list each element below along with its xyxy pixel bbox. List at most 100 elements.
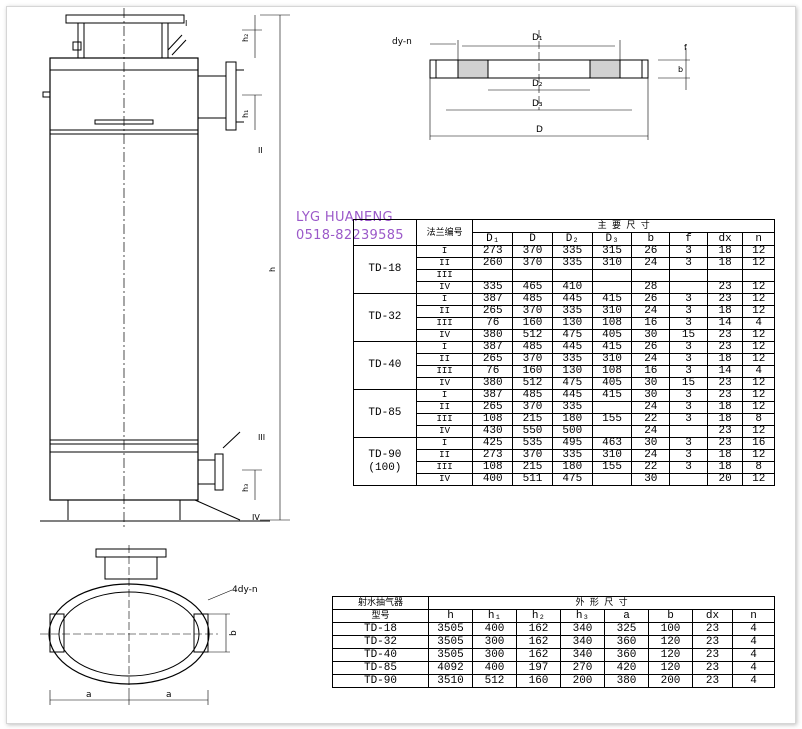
model-cell: TD-90(100) — [353, 437, 417, 486]
flange-no-cell: III — [415, 317, 474, 330]
value-cell: 18 — [706, 449, 744, 462]
value-cell: 120 — [648, 635, 693, 649]
value-cell: 495 — [551, 437, 593, 450]
svg-text:dy-n: dy-n — [392, 37, 412, 47]
value-cell: 108 — [472, 461, 514, 474]
value-cell: 370 — [512, 401, 553, 414]
value-cell: 18 — [706, 245, 744, 258]
value-cell: 315 — [591, 245, 633, 258]
value-cell: 23 — [692, 635, 733, 649]
value-cell: 3 — [669, 305, 708, 318]
model-name: TD-85 — [368, 407, 402, 419]
column-header: b — [648, 609, 693, 623]
svg-text:h: h — [268, 267, 277, 272]
value-cell: 23 — [706, 437, 744, 450]
value-cell — [551, 269, 593, 282]
value-cell: 335 — [551, 305, 593, 318]
svg-text:D₁: D₁ — [532, 33, 543, 43]
value-cell: 415 — [591, 341, 633, 354]
value-cell: 14 — [706, 317, 744, 330]
value-cell: 310 — [591, 353, 633, 366]
value-cell: 180 — [551, 413, 593, 426]
flange-no-cell: I — [415, 389, 474, 402]
value-cell: 415 — [591, 293, 633, 306]
value-cell: 18 — [706, 305, 744, 318]
header-model-line1: 射水抽气器 — [332, 596, 429, 610]
value-cell: 550 — [512, 425, 553, 438]
value-cell: 12 — [742, 353, 775, 366]
value-cell: 18 — [706, 413, 744, 426]
value-cell: 360 — [604, 648, 649, 662]
value-cell: 24 — [631, 425, 671, 438]
value-cell: 265 — [472, 353, 514, 366]
value-cell — [669, 473, 708, 486]
value-cell: 200 — [648, 674, 693, 688]
value-cell: 120 — [648, 648, 693, 662]
value-cell: 23 — [692, 622, 733, 636]
value-cell: 8 — [742, 413, 775, 426]
value-cell: 260 — [472, 257, 514, 270]
value-cell: 4 — [731, 661, 776, 675]
column-header: h₁ — [472, 609, 517, 623]
value-cell — [591, 425, 633, 438]
value-cell: 15 — [669, 329, 708, 342]
value-cell: 30 — [631, 329, 671, 342]
value-cell: 512 — [512, 329, 553, 342]
value-cell: 12 — [742, 425, 775, 438]
model-cell: TD-32 — [353, 293, 417, 342]
label-III: III — [258, 433, 265, 442]
value-cell: 30 — [631, 377, 671, 390]
flange-no-cell: IV — [415, 473, 474, 486]
value-cell: 512 — [472, 674, 517, 688]
value-cell: 270 — [560, 661, 605, 675]
value-cell: 273 — [472, 245, 514, 258]
value-cell: 500 — [551, 425, 593, 438]
value-cell: 485 — [512, 293, 553, 306]
value-cell: 340 — [560, 648, 605, 662]
value-cell: 335 — [551, 257, 593, 270]
value-cell: 445 — [551, 341, 593, 354]
svg-text:h₁: h₁ — [241, 110, 250, 118]
value-cell: 215 — [512, 461, 553, 474]
value-cell: 18 — [706, 353, 744, 366]
value-cell: 16 — [631, 317, 671, 330]
flange-no-cell: IV — [415, 329, 474, 342]
value-cell: 3 — [669, 293, 708, 306]
value-cell: 445 — [551, 293, 593, 306]
value-cell: 300 — [472, 635, 517, 649]
column-header: a — [604, 609, 649, 623]
svg-text:a: a — [166, 690, 172, 700]
column-header: D — [512, 232, 553, 246]
value-cell — [591, 281, 633, 294]
value-cell: 265 — [472, 305, 514, 318]
plan-labels: 4dy-n a a b — [86, 585, 258, 700]
value-cell: 26 — [631, 245, 671, 258]
value-cell: 265 — [472, 401, 514, 414]
value-cell: 23 — [692, 674, 733, 688]
value-cell: 30 — [631, 473, 671, 486]
flange-no-cell: I — [415, 341, 474, 354]
value-cell: 24 — [631, 305, 671, 318]
value-cell: 23 — [692, 661, 733, 675]
value-cell: 415 — [591, 389, 633, 402]
value-cell: 535 — [512, 437, 553, 450]
flange-no-cell: I — [415, 437, 474, 450]
value-cell: 15 — [669, 377, 708, 390]
value-cell: 3505 — [428, 635, 473, 649]
value-cell: 23 — [706, 341, 744, 354]
value-cell: 130 — [551, 365, 593, 378]
column-header: n — [742, 232, 775, 246]
value-cell: 3510 — [428, 674, 473, 688]
value-cell: 3 — [669, 353, 708, 366]
value-cell: 475 — [551, 329, 593, 342]
value-cell: 160 — [516, 674, 561, 688]
value-cell: 3 — [669, 257, 708, 270]
